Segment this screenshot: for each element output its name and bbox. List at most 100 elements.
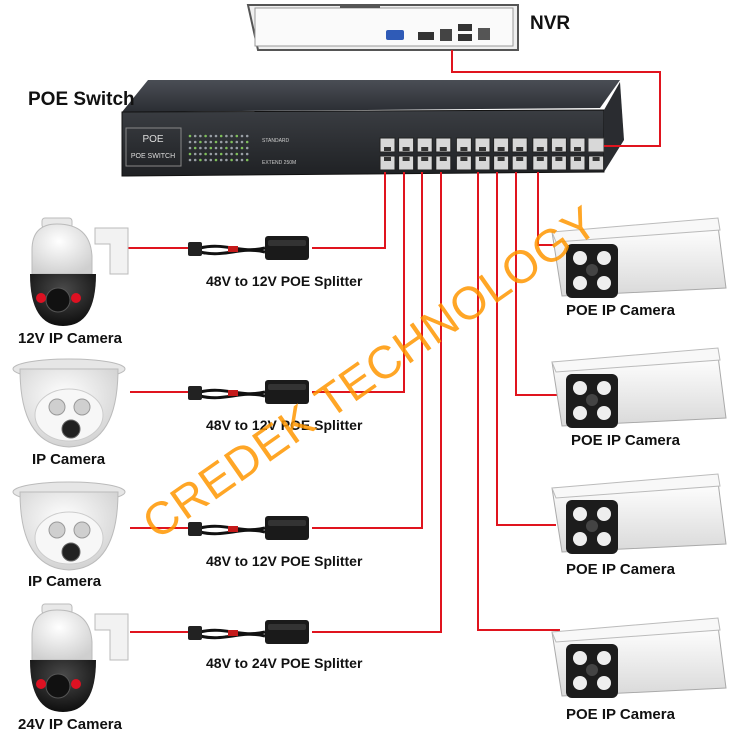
status-led <box>240 140 244 144</box>
rj45-latch <box>555 147 563 151</box>
rj45-latch <box>421 157 429 161</box>
rj45-port-icon <box>493 137 510 153</box>
ptz-camera-icon <box>30 217 129 326</box>
status-led <box>235 152 239 156</box>
bullet-camera-icon <box>551 347 727 428</box>
status-led <box>188 134 192 138</box>
rj45-port-icon <box>588 155 605 171</box>
cable-left-4 <box>312 172 442 633</box>
status-led <box>209 158 213 162</box>
status-led <box>204 152 207 156</box>
rj45-latch <box>592 157 600 161</box>
switch-led-panel <box>188 134 249 162</box>
cable-right-1 <box>537 172 560 246</box>
cable-right-2 <box>515 172 560 396</box>
cable-left-2 <box>312 172 405 393</box>
status-led <box>230 134 233 138</box>
rj45-port-icon <box>550 137 567 153</box>
status-led <box>235 158 239 162</box>
ethernet-port-icon <box>440 29 452 41</box>
nvr-label: NVR <box>530 13 571 34</box>
splitter-4 <box>188 620 309 644</box>
switch-uplink-port <box>587 137 605 153</box>
status-led <box>193 146 197 150</box>
status-led <box>219 158 223 162</box>
rj45-port-icon <box>550 155 567 171</box>
rj45-port-icon <box>379 155 396 171</box>
status-led <box>204 140 207 144</box>
rj45-latch <box>460 147 468 151</box>
rj45-latch <box>402 157 410 161</box>
status-led <box>245 134 249 138</box>
status-led <box>199 158 202 162</box>
right-camera-label-2: POE IP Camera <box>571 432 680 449</box>
status-led <box>225 158 228 162</box>
status-led <box>209 152 213 156</box>
rj45-port-icon <box>435 155 452 171</box>
status-led <box>188 140 192 144</box>
rj45-latch <box>555 157 563 161</box>
poe-switch-device: POE POE SWITCH STANDARD EXTEND 250M <box>121 80 624 177</box>
vga-port-icon <box>386 30 404 40</box>
rj45-latch <box>439 157 447 161</box>
status-led <box>214 134 218 138</box>
status-led <box>209 134 213 138</box>
status-led <box>240 134 244 138</box>
status-led <box>235 134 239 138</box>
switch-panel-text-1: STANDARD <box>262 138 290 144</box>
bullet-camera-icon <box>551 217 727 298</box>
rj45-latch <box>439 147 447 151</box>
status-led <box>230 140 233 144</box>
nvr-device <box>246 4 519 51</box>
splitter-label-3: 48V to 12V POE Splitter <box>206 553 363 569</box>
status-led <box>230 146 233 150</box>
status-led <box>219 152 223 156</box>
status-led <box>193 134 197 138</box>
splitter-1 <box>188 236 309 260</box>
status-led <box>199 134 202 138</box>
status-led <box>209 146 213 150</box>
rj45-port-icon <box>532 137 549 153</box>
rj45-latch <box>479 157 486 161</box>
rj45-latch <box>479 147 486 151</box>
cable-right-4 <box>477 172 560 631</box>
rj45-latch <box>402 147 410 151</box>
status-led <box>204 146 207 150</box>
status-led <box>245 152 249 156</box>
poe-switch-label: POE Switch <box>28 89 135 110</box>
rj45-port-icon <box>474 155 491 171</box>
rj45-latch <box>536 157 544 161</box>
status-led <box>245 146 249 150</box>
status-led <box>204 134 207 138</box>
status-led <box>230 152 233 156</box>
status-led <box>214 140 218 144</box>
status-led <box>214 146 218 150</box>
left-camera-label-4: 24V IP Camera <box>18 716 122 733</box>
status-led <box>199 152 202 156</box>
rj45-port-icon <box>455 137 472 153</box>
hdmi-port-icon <box>418 32 434 40</box>
switch-panel-text-2: EXTEND 250M <box>262 160 296 166</box>
splitter-label-2: 48V to 12V POE Splitter <box>206 417 363 433</box>
rj45-port-icon <box>379 137 396 153</box>
right-camera-label-4: POE IP Camera <box>566 706 675 723</box>
rj45-latch <box>574 157 581 161</box>
splitter-label-4: 48V to 24V POE Splitter <box>206 655 363 671</box>
status-led <box>214 152 218 156</box>
rj45-port-icon <box>569 137 586 153</box>
status-led <box>225 134 228 138</box>
status-led <box>204 158 207 162</box>
status-led <box>240 152 244 156</box>
status-led <box>235 146 239 150</box>
status-led <box>225 146 228 150</box>
dome-camera-icon <box>12 358 126 448</box>
bullet-camera-icon <box>551 617 727 698</box>
rj45-latch <box>497 147 505 151</box>
cable-left-1 <box>312 172 386 249</box>
rj45-latch <box>516 147 524 151</box>
status-led <box>193 152 197 156</box>
rj45-latch <box>460 157 468 161</box>
left-camera-label-2: IP Camera <box>32 451 106 468</box>
dome-camera-icon <box>12 481 126 571</box>
